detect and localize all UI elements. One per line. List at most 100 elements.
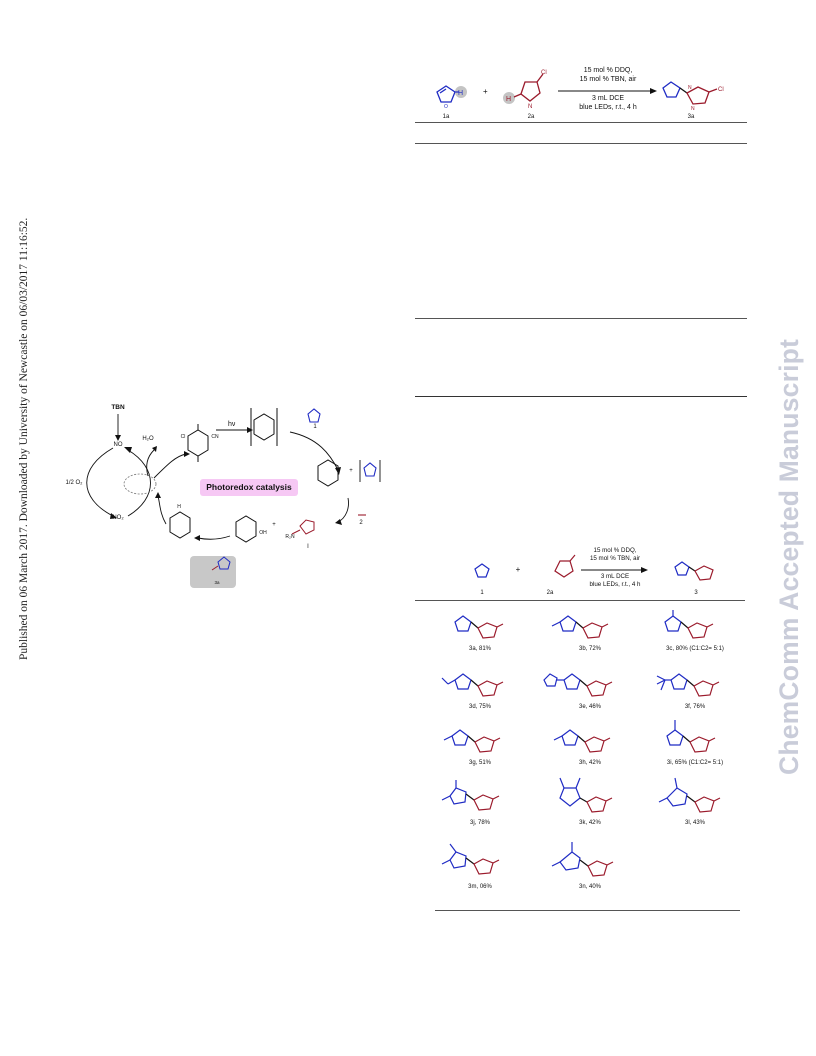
scheme2-plus: + <box>515 565 521 574</box>
product-3b-svg <box>551 615 609 639</box>
scheme2-condition-3: 3 mL DCE <box>600 573 630 580</box>
watermark: ChemComm Accepted Manuscript <box>770 275 810 780</box>
product-3a-label-mech: 3a <box>214 580 220 585</box>
product-3k-svg <box>559 777 613 813</box>
pyrazole-2a-general <box>554 560 574 578</box>
pyrazole-2a-structure <box>513 73 544 102</box>
product-3g-label: 3g, 51% <box>468 760 492 766</box>
h-highlight-2 <box>503 92 515 104</box>
n-label-3a: N <box>688 85 692 91</box>
reaction-arrow-1 <box>650 88 657 94</box>
product-3e: 3e, 46% <box>540 666 635 718</box>
scheme2-conditions-top: 15 mol % DDQ, 15 mol % TBN, air <box>575 547 655 563</box>
table-rule-3 <box>415 318 747 319</box>
no2-label: NO₂ <box>112 515 124 521</box>
scheme1-condition-2: 15 mol % TBN, air <box>579 76 637 83</box>
product-3k: 3k, 42% <box>550 776 635 832</box>
product-3a-structure <box>662 81 718 105</box>
half-o2-label: 1/2 O₂ <box>65 480 83 486</box>
photoredox-label: Photoredox catalysis <box>200 479 298 496</box>
product-3n-svg <box>551 842 614 877</box>
product-3b: 3b, 72% <box>550 608 630 660</box>
product-3-furan <box>674 561 690 576</box>
product-3e-svg <box>543 673 613 697</box>
oh-label-1: OH <box>259 530 267 536</box>
published-line: Published on 06 March 2017. Downloaded b… <box>18 217 30 660</box>
no-label: NO <box>113 442 123 448</box>
scheme2-label-1: 1 <box>480 590 484 596</box>
n-label-2: N <box>528 104 532 110</box>
product-3f-label: 3f, 76% <box>684 704 706 710</box>
scheme1-condition-3: 3 mL DCE <box>591 95 625 102</box>
product-3d-svg <box>441 673 504 697</box>
scheme1-label-3a: 3a <box>687 114 695 120</box>
product-3f-svg <box>656 673 720 697</box>
product-3e-label: 3e, 46% <box>578 704 602 710</box>
furan-radical-cation <box>363 462 377 477</box>
scheme1-structures: H O + H Cl N Cl N N <box>436 70 724 112</box>
product-3g-svg <box>443 729 501 753</box>
h-highlight-1 <box>455 86 467 98</box>
table-rule-4 <box>415 396 747 398</box>
product-3a-label: 3a, 81% <box>468 646 492 652</box>
scheme1-reaction: H O + H Cl N Cl N N 15 mol % DDQ, 15 mol… <box>415 60 747 130</box>
product-3l: 3l, 43% <box>655 776 745 832</box>
cl-label-2: Cl <box>541 70 547 76</box>
furan-1-structure <box>307 408 321 423</box>
product-3k-label: 3k, 42% <box>579 820 601 826</box>
h-label-2: H <box>506 96 511 103</box>
product-3m-label: 3m, 06% <box>468 884 492 890</box>
rn-label: R₂N <box>285 534 295 540</box>
product-3c: 3c, 80% (C1:C2= 5:1) <box>655 608 745 660</box>
scheme2-condition-1: 15 mol % DDQ, <box>593 547 637 554</box>
h-label-1: H <box>458 90 463 97</box>
scheme2-rule-top <box>415 600 745 601</box>
product-3i-svg <box>666 720 716 753</box>
plus-mech-2: + <box>272 522 276 528</box>
scheme2-reaction: + 15 mol % DDQ, 15 mol % TBN, air 3 mL D… <box>455 545 745 600</box>
scheme1-label-1a: 1a <box>442 114 450 120</box>
product-3c-svg <box>664 610 714 639</box>
plus-mech: + <box>349 468 353 474</box>
intermediate-i-structure <box>299 519 315 535</box>
product-3j-svg <box>441 780 500 811</box>
scheme2-condition-4: blue LEDs, r.t., 4 h <box>589 581 641 588</box>
product-3m-svg <box>441 843 500 875</box>
product-3i-label: 3i, 65% (C1:C2= 5:1) <box>666 760 724 766</box>
table-rule-2 <box>415 143 747 144</box>
plus-1: + <box>483 87 488 96</box>
scheme1-label-2a: 2a <box>527 114 535 120</box>
scheme2-structures <box>474 554 714 581</box>
reaction-arrow-2 <box>641 567 648 573</box>
scheme2-label-2a: 2a <box>546 590 554 596</box>
product-3j: 3j, 78% <box>440 776 525 832</box>
product-3g: 3g, 51% <box>440 722 525 774</box>
publication-sidebar: Published on 06 March 2017. Downloaded b… <box>4 218 30 660</box>
product-3h: 3h, 42% <box>550 722 635 774</box>
scheme1-conditions-bottom: 3 mL DCE blue LEDs, r.t., 4 h <box>558 94 658 112</box>
scheme2-rule-bottom <box>435 910 740 911</box>
product-3d-label: 3d, 75% <box>468 704 492 710</box>
furan-1a-structure <box>436 85 456 103</box>
product-3i: 3i, 65% (C1:C2= 5:1) <box>655 718 745 774</box>
ddq-excited-structure <box>250 408 278 446</box>
mechanism-scheme: hν <box>58 398 398 594</box>
reactant-1-label: 1 <box>313 424 317 430</box>
o-label-1: O <box>444 104 448 110</box>
reactant-2-label: 2 <box>359 520 363 526</box>
scheme2-condition-2: 15 mol % TBN, air <box>589 555 641 562</box>
mechanism-drawing: hν <box>86 408 381 571</box>
product-3c-label: 3c, 80% (C1:C2= 5:1) <box>666 646 724 652</box>
cn-label-1: CN <box>211 434 219 440</box>
product-3a: 3a, 81% <box>445 608 525 660</box>
intermediate-label: I <box>307 544 309 550</box>
ddqh2-structure <box>169 511 191 539</box>
scheme2-conditions-bottom: 3 mL DCE blue LEDs, r.t., 4 h <box>575 573 655 589</box>
ddqh-structure <box>235 515 257 543</box>
scheme2-label-3: 3 <box>694 590 698 596</box>
hv-label: hν <box>228 421 236 428</box>
product-3j-label: 3j, 78% <box>469 820 490 826</box>
product-3h-svg <box>553 729 611 753</box>
table-rule-1 <box>415 122 747 123</box>
h-label-m: H <box>177 504 181 510</box>
